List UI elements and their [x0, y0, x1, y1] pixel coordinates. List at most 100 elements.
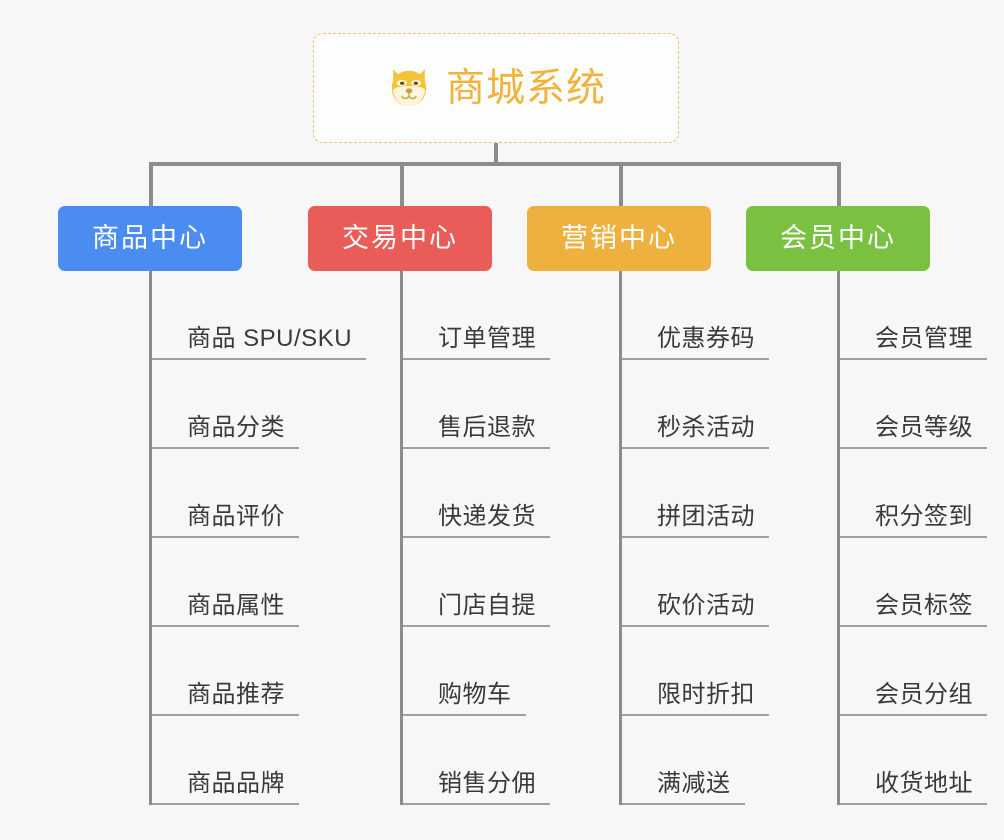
leaf-underline [400, 714, 526, 716]
branch-header-label: 营销中心 [561, 223, 677, 253]
leaf-item[interactable]: 快递发货 [400, 449, 550, 538]
leaf-item[interactable]: 商品分类 [149, 360, 366, 449]
leaf-item[interactable]: 满减送 [619, 716, 769, 805]
leaf-underline [400, 447, 550, 449]
branch-spine-3 [837, 271, 840, 805]
horizontal-bus-connector [149, 162, 839, 166]
leaf-item[interactable]: 购物车 [400, 627, 550, 716]
branch-leaf-list-2: 优惠券码秒杀活动拼团活动砍价活动限时折扣满减送 [619, 271, 769, 805]
leaf-item[interactable]: 限时折扣 [619, 627, 769, 716]
leaf-label: 限时折扣 [657, 681, 755, 708]
leaf-underline [837, 447, 987, 449]
branch-0: 商品中心 [58, 206, 242, 271]
leaf-item[interactable]: 售后退款 [400, 360, 550, 449]
leaf-item[interactable]: 商品品牌 [149, 716, 366, 805]
leaf-underline [619, 536, 769, 538]
leaf-item[interactable]: 商品 SPU/SKU [149, 271, 366, 360]
branch-leaf-list-1: 订单管理售后退款快递发货门店自提购物车销售分佣 [400, 271, 550, 805]
leaf-label: 满减送 [657, 770, 731, 797]
leaf-underline [837, 358, 987, 360]
branch-header-label: 会员中心 [780, 223, 896, 253]
leaf-label: 商品评价 [187, 503, 285, 530]
leaf-item[interactable]: 商品推荐 [149, 627, 366, 716]
leaf-label: 会员管理 [875, 325, 973, 352]
leaf-underline [149, 714, 299, 716]
leaf-underline [837, 625, 987, 627]
leaf-item[interactable]: 会员等级 [837, 360, 987, 449]
leaf-underline [619, 358, 769, 360]
leaf-item[interactable]: 拼团活动 [619, 449, 769, 538]
branch-header-label: 商品中心 [92, 223, 208, 253]
shiba-dog-icon [391, 69, 427, 106]
leaf-item[interactable]: 砍价活动 [619, 538, 769, 627]
leaf-item[interactable]: 会员分组 [837, 627, 987, 716]
leaf-underline [400, 358, 550, 360]
branch-spine-0 [149, 271, 152, 805]
leaf-label: 商品推荐 [187, 681, 285, 708]
leaf-underline [619, 714, 769, 716]
branch-header-0[interactable]: 商品中心 [58, 206, 242, 271]
root-title: 商城系统 [445, 66, 606, 110]
leaf-label: 购物车 [438, 681, 512, 708]
leaf-label: 会员分组 [875, 681, 973, 708]
leaf-label: 售后退款 [438, 414, 536, 441]
leaf-underline [400, 625, 550, 627]
leaf-underline [837, 803, 987, 805]
branch-1: 交易中心 [308, 206, 492, 271]
branch-drop-connector-2 [619, 162, 623, 206]
leaf-item[interactable]: 会员标签 [837, 538, 987, 627]
leaf-label: 优惠券码 [657, 325, 755, 352]
leaf-underline [400, 803, 550, 805]
leaf-underline [400, 536, 550, 538]
branch-spine-2 [619, 271, 622, 805]
leaf-label: 商品品牌 [187, 770, 285, 797]
leaf-label: 拼团活动 [657, 503, 755, 530]
branch-header-1[interactable]: 交易中心 [308, 206, 492, 271]
leaf-underline [149, 358, 366, 360]
branch-drop-connector-3 [837, 162, 841, 206]
branch-2: 营销中心 [527, 206, 711, 271]
leaf-label: 快递发货 [438, 503, 536, 530]
leaf-underline [149, 447, 299, 449]
leaf-underline [619, 625, 769, 627]
root-node[interactable]: 商城系统 [313, 33, 679, 143]
leaf-item[interactable]: 门店自提 [400, 538, 550, 627]
leaf-item[interactable]: 优惠券码 [619, 271, 769, 360]
leaf-underline [619, 447, 769, 449]
leaf-label: 销售分佣 [438, 770, 536, 797]
branch-drop-connector-0 [149, 162, 153, 206]
leaf-label: 商品分类 [187, 414, 285, 441]
branch-spine-1 [400, 271, 403, 805]
leaf-item[interactable]: 积分签到 [837, 449, 987, 538]
leaf-underline [149, 625, 299, 627]
leaf-underline [837, 536, 987, 538]
leaf-label: 商品属性 [187, 592, 285, 619]
leaf-label: 订单管理 [438, 325, 536, 352]
leaf-item[interactable]: 订单管理 [400, 271, 550, 360]
leaf-label: 收货地址 [875, 770, 973, 797]
branch-leaf-list-3: 会员管理会员等级积分签到会员标签会员分组收货地址 [837, 271, 987, 805]
leaf-label: 秒杀活动 [657, 414, 755, 441]
leaf-label: 会员等级 [875, 414, 973, 441]
leaf-item[interactable]: 秒杀活动 [619, 360, 769, 449]
branch-header-2[interactable]: 营销中心 [527, 206, 711, 271]
leaf-underline [149, 536, 299, 538]
leaf-underline [149, 803, 299, 805]
leaf-item[interactable]: 会员管理 [837, 271, 987, 360]
leaf-item[interactable]: 商品评价 [149, 449, 366, 538]
branch-leaf-list-0: 商品 SPU/SKU 商品分类商品评价商品属性商品推荐商品品牌 [149, 271, 366, 805]
branch-header-label: 交易中心 [342, 223, 458, 253]
leaf-item[interactable]: 销售分佣 [400, 716, 550, 805]
root-stem-connector [494, 143, 498, 165]
leaf-label: 砍价活动 [657, 592, 755, 619]
branch-drop-connector-1 [400, 162, 404, 206]
branch-header-3[interactable]: 会员中心 [746, 206, 930, 271]
leaf-underline [837, 714, 987, 716]
leaf-item[interactable]: 商品属性 [149, 538, 366, 627]
leaf-item[interactable]: 收货地址 [837, 716, 987, 805]
leaf-underline [619, 803, 745, 805]
leaf-label: 商品 SPU/SKU [187, 325, 353, 352]
leaf-label: 门店自提 [438, 592, 536, 619]
leaf-label: 会员标签 [875, 592, 973, 619]
